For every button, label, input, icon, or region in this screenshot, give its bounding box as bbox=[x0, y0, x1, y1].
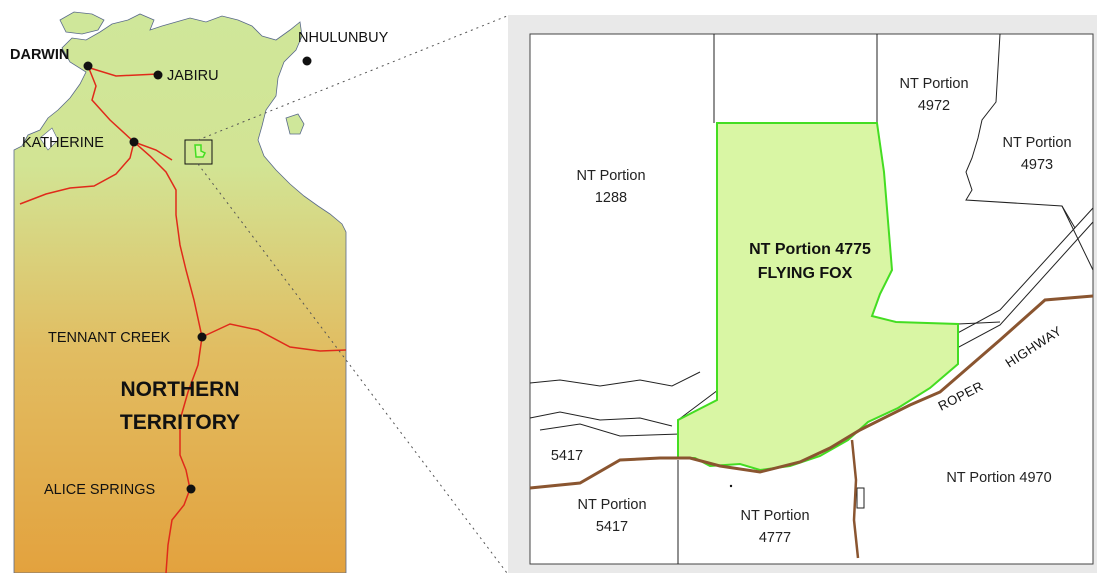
barkly-highway bbox=[201, 323, 347, 352]
town-label-jabiru: JABIRU bbox=[167, 68, 219, 84]
parcel-label-4777-l2: 4777 bbox=[759, 530, 791, 546]
overview-map: DARWIN JABIRU NHULUNBUY KATHERINE TENNAN… bbox=[10, 11, 389, 573]
town-dot-alice-springs bbox=[186, 484, 196, 494]
feature-label-name: NT Portion 4775 bbox=[749, 241, 871, 258]
town-label-nhulunbuy: NHULUNBUY bbox=[298, 30, 389, 46]
parcel-label-5417-top: 5417 bbox=[551, 448, 583, 464]
survey-mark bbox=[729, 484, 733, 488]
parcel-label-4973-l2: 4973 bbox=[1021, 157, 1053, 173]
town-dot-katherine bbox=[129, 137, 139, 147]
parcel-label-4970: NT Portion 4970 bbox=[946, 470, 1051, 486]
parcel-label-4972-l1: NT Portion bbox=[899, 76, 968, 92]
leader-lines bbox=[197, 15, 508, 573]
parcel-label-1288-l1: NT Portion bbox=[576, 168, 645, 184]
parcel-label-4973-l1: NT Portion bbox=[1002, 135, 1071, 151]
town-label-katherine: KATHERINE bbox=[22, 135, 104, 151]
stuart-highway bbox=[87, 65, 203, 573]
territory-landmass bbox=[13, 13, 347, 573]
groote-island bbox=[285, 113, 305, 135]
locator-parcel-shape bbox=[194, 144, 207, 158]
parcel-label-1288-l2: 1288 bbox=[595, 190, 627, 206]
town-dot-nhulunbuy bbox=[302, 56, 312, 66]
detail-map: NT Portion 4972 NT Portion 4973 NT Porti… bbox=[508, 15, 1097, 573]
parcel-label-4972-l2: 4972 bbox=[918, 98, 950, 114]
region-label-line1: NORTHERN bbox=[121, 378, 240, 401]
roper-road bbox=[133, 141, 173, 161]
parcel-label-5417-l2: 5417 bbox=[596, 519, 628, 535]
kakadu-highway bbox=[89, 67, 159, 77]
overview-roads bbox=[19, 65, 347, 573]
region-label-line2: TERRITORY bbox=[120, 411, 240, 434]
town-label-darwin: DARWIN bbox=[10, 47, 69, 63]
town-label-tennant-creek: TENNANT CREEK bbox=[48, 330, 171, 346]
roper-highway-line bbox=[529, 294, 1094, 490]
town-dot-tennant-creek bbox=[197, 332, 207, 342]
victoria-highway bbox=[19, 141, 135, 205]
bay bbox=[39, 127, 59, 151]
feature-label-subtitle: FLYING FOX bbox=[758, 265, 853, 282]
parcel-label-5417-l1: NT Portion bbox=[577, 497, 646, 513]
town-dot-darwin bbox=[83, 61, 93, 71]
roper-highway-branch bbox=[850, 439, 860, 559]
parcel-label-4777-l1: NT Portion bbox=[740, 508, 809, 524]
town-dot-jabiru bbox=[153, 70, 163, 80]
tiwi-islands bbox=[59, 11, 105, 35]
town-label-alice-springs: ALICE SPRINGS bbox=[44, 482, 155, 498]
